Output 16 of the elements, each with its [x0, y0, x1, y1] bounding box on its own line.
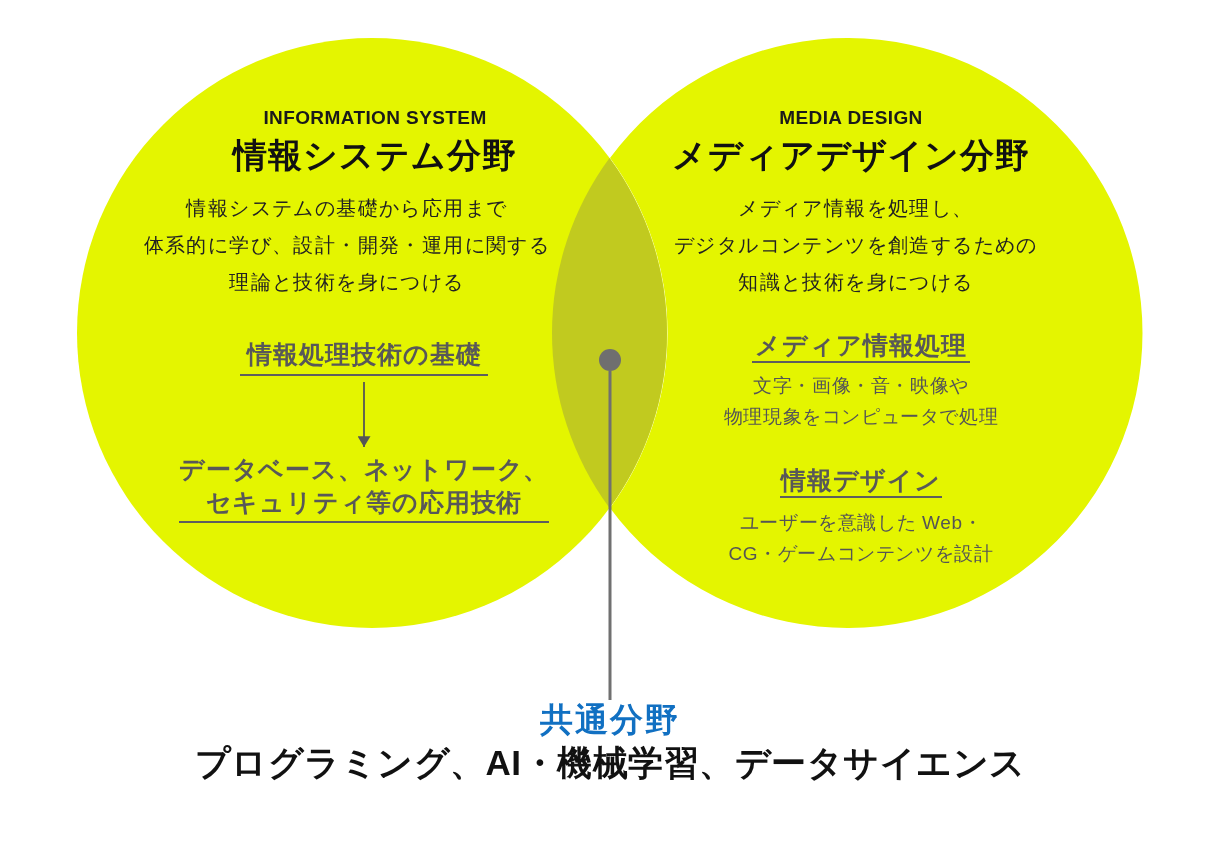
topic-heading: データベース、ネットワーク、セキュリティ等の応用技術 — [179, 453, 549, 523]
description-text: メディア情報を処理し、デジタルコンテンツを創造するための知識と技術を身につける — [674, 196, 1038, 295]
category-text: プログラミング、AI・機械学習、データサイエンス — [194, 742, 1026, 784]
topic-description: ユーザーを意識した Web・CG・ゲームコンテンツを設計 — [728, 511, 994, 566]
topic-heading: 情報デザイン — [780, 464, 942, 498]
section-label: INFORMATION SYSTEM — [263, 106, 487, 130]
section-title: メディアデザイン分野 — [672, 135, 1030, 176]
description-text: 情報システムの基礎から応用まで体系的に学び、設計・開発・運用に関する理論と技術を身につける — [143, 196, 551, 295]
arrow — [357, 381, 371, 448]
section-label: MEDIA DESIGN — [779, 106, 923, 130]
section-title: 情報システム分野 — [233, 135, 517, 176]
topic-heading: メディア情報処理 — [752, 329, 970, 363]
topic-description: 文字・画像・音・映像や物理現象をコンピュータで処理 — [723, 374, 999, 429]
category-heading: 共通分野 — [540, 700, 680, 740]
leader-line — [608, 371, 612, 700]
topic-heading: 情報処理技術の基礎 — [240, 338, 488, 376]
